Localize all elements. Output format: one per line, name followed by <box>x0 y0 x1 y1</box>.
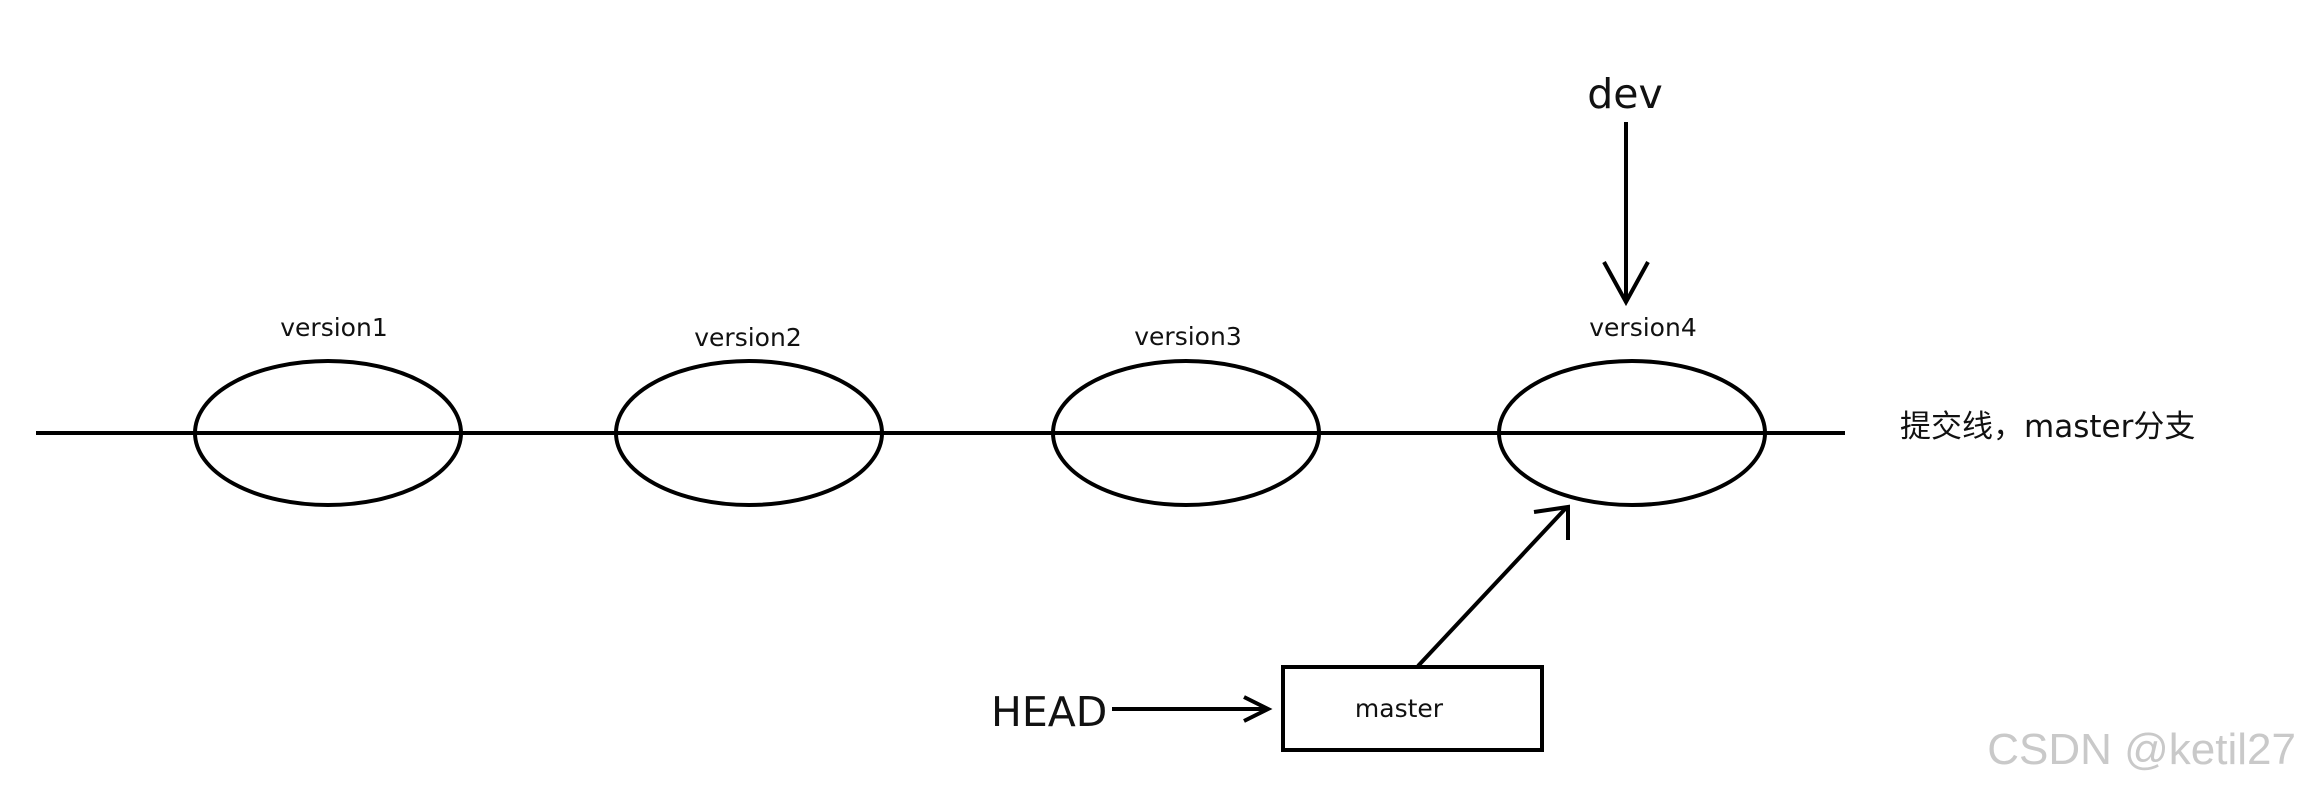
commit-label: version2 <box>694 323 801 352</box>
commit-node-2: version2 <box>614 323 884 507</box>
master-box <box>1281 665 1544 752</box>
head-label: HEAD <box>991 688 1107 736</box>
commit-node-1: version1 <box>193 313 463 507</box>
dev-pointer: dev <box>1587 70 1663 307</box>
commit-line-caption: 提交线，master分支 <box>1900 409 2195 445</box>
commit-ellipse <box>193 359 463 507</box>
dev-label: dev <box>1587 70 1663 118</box>
master-arrow-shaft <box>1416 506 1568 668</box>
head-arrow-head <box>1243 695 1273 723</box>
commit-ellipse <box>1497 359 1767 507</box>
commit-label: version1 <box>280 313 387 342</box>
head-pointer: HEAD <box>991 688 1273 736</box>
master-label: master <box>1355 694 1444 723</box>
commit-node-4: version4 <box>1497 313 1767 507</box>
commit-ellipse <box>614 359 884 507</box>
master-pointer: master <box>1281 504 1570 752</box>
commit-ellipse <box>1051 359 1321 507</box>
commit-label: version4 <box>1589 313 1696 342</box>
dev-arrow-head <box>1602 261 1650 307</box>
commit-label: version3 <box>1134 322 1241 351</box>
commit-node-3: version3 <box>1051 322 1321 507</box>
watermark: CSDN @ketil27 <box>1987 725 2296 774</box>
master-arrow-head <box>1533 504 1570 540</box>
